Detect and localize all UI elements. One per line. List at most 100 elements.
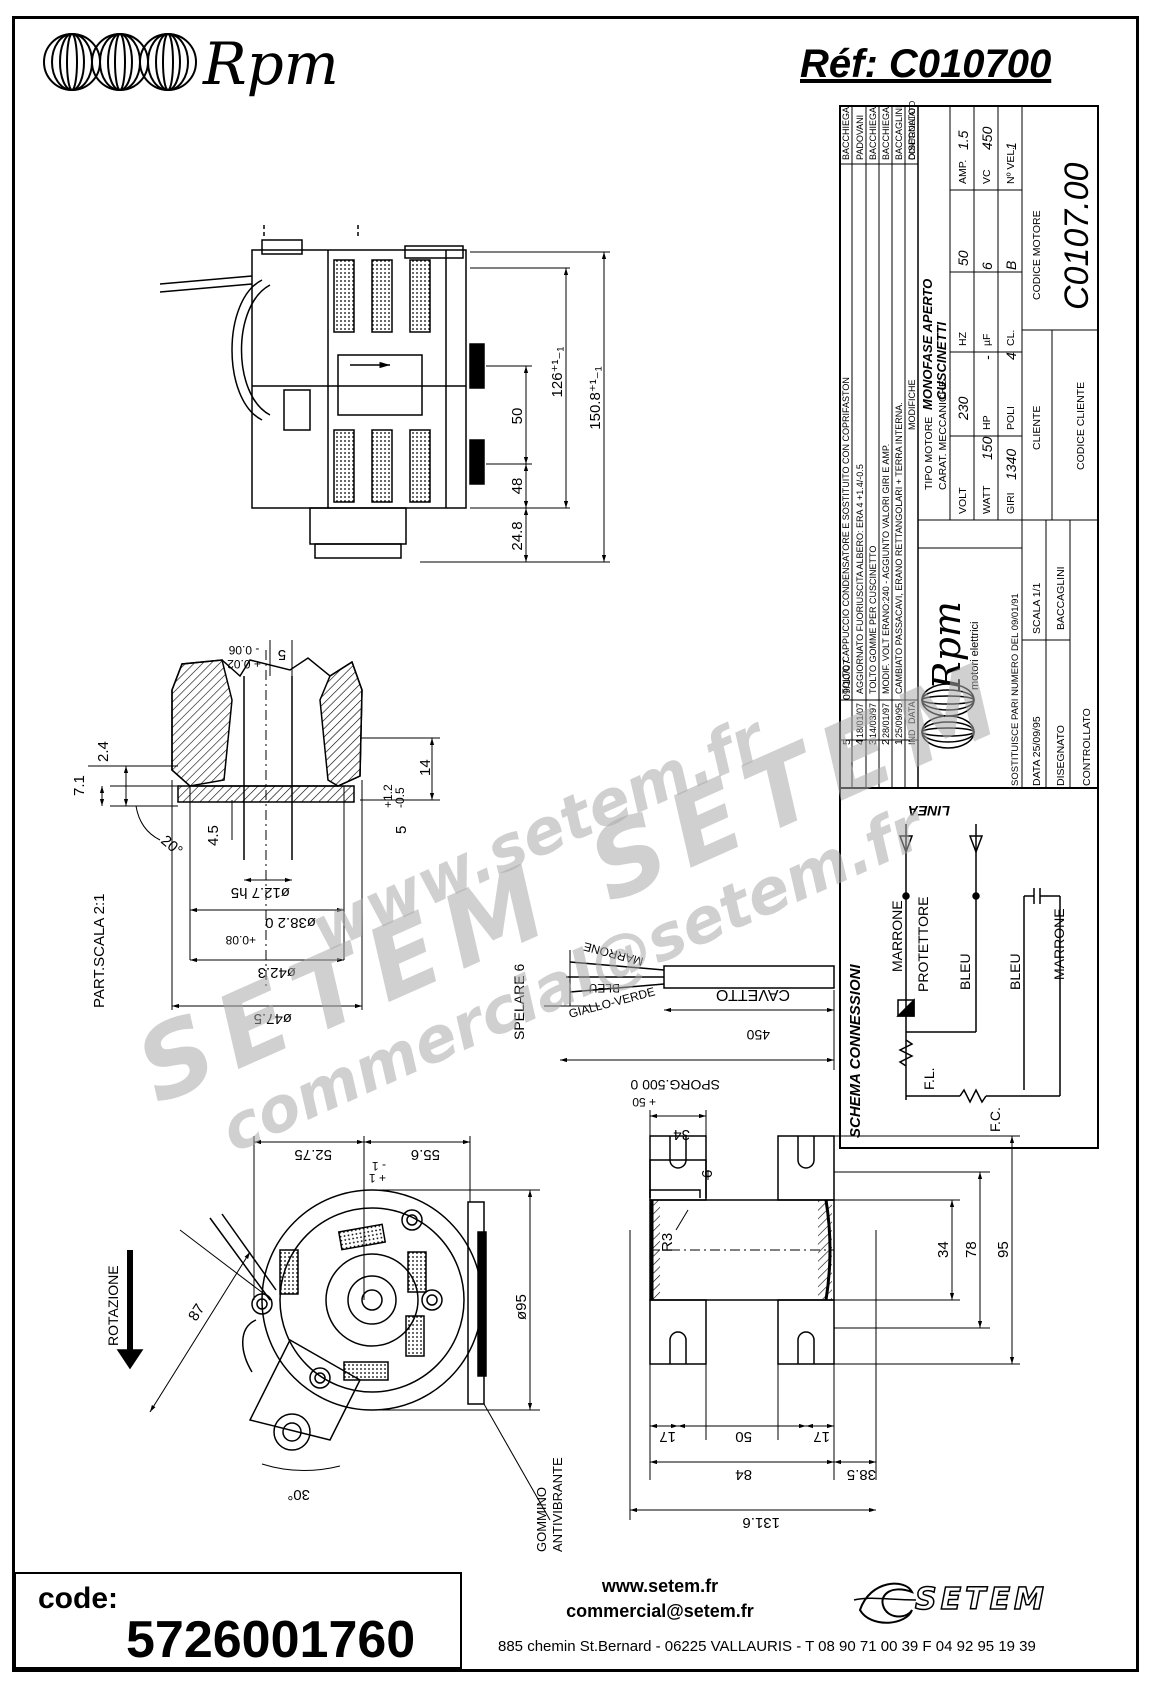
- rotazione-label: ROTAZIONE: [105, 1265, 121, 1346]
- motor-front-view: [116, 1136, 551, 1521]
- dim-17b: 17: [813, 1428, 830, 1445]
- dim-131-6: 131.6: [742, 1514, 780, 1531]
- dim-shaft-tolerance-b: - 0.06: [228, 643, 259, 657]
- dim-14: 14: [417, 759, 434, 776]
- carat-label: CARAT. MECCANICHE: [937, 380, 949, 490]
- dim-95b: 95: [995, 1241, 1012, 1258]
- dim-47-5: ø47.5: [254, 1010, 292, 1027]
- reference-code: Réf: C010700: [800, 42, 1052, 86]
- dim-shaft-5: 5: [278, 646, 286, 663]
- dim-r3: R3: [659, 1233, 676, 1252]
- rev-2-date: 28/01/97: [881, 703, 891, 738]
- vc-label: VC: [981, 169, 993, 184]
- dim-6: 6: [699, 1170, 716, 1178]
- rev-5-description: TOLTO CAPPUCCIO CONDENSATORE E SOSTITUIT…: [841, 377, 851, 694]
- dim-95-dia: ø95: [513, 1294, 530, 1320]
- nvel-value: 1: [1003, 142, 1019, 150]
- spelare-label: SPELARE 6: [511, 964, 527, 1040]
- watt-value: 150: [979, 436, 995, 460]
- dim-150-8: 150.8⁺¹₋₁: [587, 366, 604, 429]
- dim-55-6-tol-b: + 1: [369, 1171, 386, 1185]
- giri-value: 1340: [1003, 449, 1019, 480]
- sostituisce-label: SOSTITUISCE PARI NUMERO DEL 09/01/91: [1010, 593, 1021, 786]
- dim-48: 48: [509, 478, 526, 495]
- rev-3-n: 3: [867, 739, 879, 745]
- dim-12-7: ø12.7 h5: [231, 884, 290, 901]
- dim-24-8: 24.8: [509, 521, 526, 550]
- dim-50b: 50: [735, 1428, 752, 1445]
- watt-label: WATT: [981, 485, 993, 514]
- tipo-motore-value: MONOFASE APERTO: [920, 279, 935, 410]
- title-block: [839, 105, 1099, 789]
- dim-sporg: SPORG.500 0: [630, 1077, 720, 1093]
- website-link[interactable]: www.setem.fr: [601, 1576, 719, 1596]
- title-block-logo-coil: [921, 683, 975, 749]
- linea-label: LINEA: [908, 803, 950, 819]
- rev-header-data: DATA: [907, 701, 917, 724]
- hp-value: -: [979, 355, 995, 360]
- rev-2-by: BACCHIEGA: [881, 107, 891, 160]
- fc-label: F.C.: [987, 1107, 1003, 1132]
- bleu-label-1: BLEU: [957, 953, 973, 990]
- dim-17a: 17: [659, 1428, 676, 1445]
- bleu-label-2: BLEU: [1007, 953, 1023, 990]
- rev-5-date: 09/10/07: [841, 659, 853, 700]
- data-label: DATA 25/09/95: [1031, 716, 1043, 786]
- rev-header-disegnato: DISEGNATO: [907, 108, 917, 160]
- rev-3-description: TOLTO GOMME PER CUSCINETTO: [868, 546, 878, 694]
- company-address: 885 chemin St.Bernard - 06225 VALLAURIS …: [498, 1638, 1036, 1655]
- rev-4-date: 18/01/07: [855, 703, 865, 738]
- motor-side-view: [159, 224, 610, 563]
- rev-header-modifiche: MODIFICHE: [907, 380, 917, 431]
- gommino-label: GOMMINO: [534, 1487, 549, 1552]
- marrone-label-2: MARRONE: [1051, 908, 1067, 980]
- carat-value: CUSCINETTI: [934, 322, 949, 400]
- cl-value: B: [1003, 261, 1019, 270]
- nvel-label: Nº VEL.: [1005, 147, 1017, 184]
- amp-label: AMP.: [957, 160, 969, 184]
- email-link[interactable]: commercial@setem.fr: [566, 1601, 754, 1621]
- rev-header-controllato: CONTROLLATO: [908, 101, 917, 160]
- rev-4-by: PADOVANI: [855, 115, 865, 160]
- rev-4-n: 4: [854, 739, 866, 745]
- dim-84: 84: [735, 1466, 752, 1483]
- bracket-view: [629, 1110, 1020, 1520]
- volt-label: VOLT: [957, 487, 969, 514]
- wiring-schema-text: SCHEMA CONNESSIONI LINEA MARRONE PROTETT…: [847, 803, 1067, 1138]
- dim-4-5: 4.5: [205, 825, 222, 846]
- dim-87: 87: [185, 1301, 208, 1324]
- brand-name: Rpm: [203, 30, 339, 98]
- rev-1-by: BACCAGLINI: [894, 105, 904, 160]
- title-block-logo-sub: motori elettrici: [969, 622, 981, 690]
- dim-34a: 34: [673, 1126, 690, 1143]
- rpm-logo-coils: [43, 33, 197, 91]
- rev-3-by: BACCHIEGA: [868, 107, 878, 160]
- wiring-schema: [839, 787, 1099, 1149]
- amp-value: 1.5: [955, 130, 971, 150]
- dim-126: 126⁺¹₋₁: [549, 347, 566, 398]
- hz-value: 50: [955, 250, 971, 266]
- cliente-label: CLIENTE: [1031, 406, 1043, 450]
- poli-value: 4: [1003, 352, 1019, 360]
- wire-bleu: BLEU: [589, 981, 620, 995]
- antivibrante-label: ANTIVIBRANTE: [550, 1457, 565, 1552]
- rev-header-ind: IND: [907, 729, 917, 745]
- dim-55-6-tol: - 1: [372, 1159, 386, 1173]
- rev-2-description: MODIF. VOLT ERANO:240 - AGGIUNTO VALORI …: [881, 444, 891, 694]
- uf-value: 6: [979, 262, 995, 270]
- protettore-label: PROTETTORE: [915, 897, 931, 992]
- dim-52-75: 52.75: [294, 1146, 332, 1163]
- hp-label: HP: [981, 415, 993, 430]
- rev-5-by: BACCHIEGA: [841, 107, 851, 160]
- part-scala-label: PART.SCALA 2:1: [91, 893, 108, 1008]
- dim-shaft-tolerance: + 0.02: [227, 657, 261, 671]
- schema-title: SCHEMA CONNESSIONI: [847, 964, 864, 1138]
- disegnato-label: DISEGNATO: [1055, 725, 1067, 786]
- dim-sporg-tol: + 50: [632, 1095, 656, 1109]
- dim-38-2: ø38.2 0: [265, 914, 316, 931]
- dim-78: 78: [963, 1241, 980, 1258]
- cl-label: CL.: [1005, 330, 1017, 346]
- dim-50: 50: [509, 408, 526, 425]
